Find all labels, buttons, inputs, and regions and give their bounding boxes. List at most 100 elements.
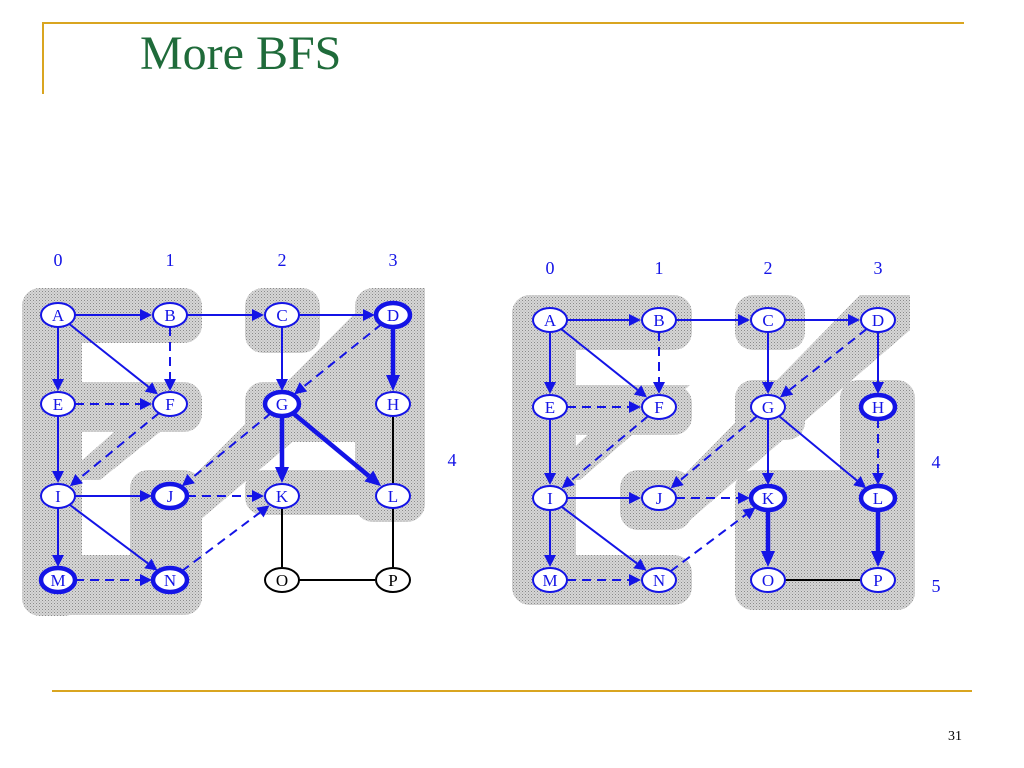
edge-K-O — [761, 510, 775, 567]
node-label: N — [653, 571, 665, 590]
node-label: F — [654, 398, 663, 417]
node-layer: A B C D E F G H I J K L M N O P — [38, 300, 413, 595]
node-I: I — [40, 483, 76, 509]
node-label: B — [164, 306, 175, 325]
node-label: H — [387, 395, 399, 414]
node-label: C — [276, 306, 287, 325]
edge-I-J — [75, 490, 152, 502]
edge-layer — [52, 309, 400, 586]
edge-G-L — [291, 411, 382, 487]
node-label: M — [542, 571, 557, 590]
edge-A-E — [52, 327, 64, 391]
node-J: J — [641, 485, 677, 511]
edge-I-M — [544, 510, 556, 567]
edge-D-H — [872, 332, 884, 394]
slide-title: More BFS — [140, 27, 342, 80]
edge-J-K — [676, 492, 750, 504]
edge-N-K — [670, 507, 756, 573]
level-label: 3 — [874, 258, 883, 278]
node-N: N — [150, 565, 190, 595]
level-label: 3 — [389, 250, 398, 270]
edge-G-L — [778, 415, 867, 489]
edge-E-F — [75, 398, 152, 410]
node-H: H — [858, 392, 898, 422]
node-label: E — [545, 398, 555, 417]
node-F: F — [152, 391, 188, 417]
node-label: L — [388, 487, 398, 506]
node-label: N — [164, 571, 176, 590]
node-B: B — [641, 307, 677, 333]
node-label: G — [276, 395, 288, 414]
node-label: A — [52, 306, 65, 325]
node-K: K — [264, 483, 300, 509]
edge-I-N — [561, 505, 647, 571]
level-label: 4 — [932, 452, 941, 472]
node-label: M — [50, 571, 65, 590]
node-label: E — [53, 395, 63, 414]
level-label: 0 — [546, 258, 555, 278]
node-G: G — [750, 394, 786, 420]
node-C: C — [750, 307, 786, 333]
node-label: B — [653, 311, 664, 330]
edge-J-K — [187, 490, 264, 502]
node-G: G — [262, 389, 302, 419]
edge-B-C — [187, 309, 264, 321]
node-J: J — [150, 481, 190, 511]
node-label: J — [167, 487, 174, 506]
node-P: P — [375, 567, 411, 593]
level-label: 0 — [54, 250, 63, 270]
node-E: E — [40, 391, 76, 417]
edge-D-G — [294, 323, 383, 395]
edge-G-J — [670, 415, 758, 489]
edge-F-I — [69, 412, 160, 487]
node-label: J — [656, 489, 663, 508]
edge-A-F — [560, 328, 647, 398]
edge-G-K — [275, 416, 289, 483]
edge-D-H — [386, 327, 400, 391]
node-label: L — [873, 489, 883, 508]
edge-C-G — [762, 332, 774, 394]
node-label: D — [872, 311, 884, 330]
level-label: 2 — [278, 250, 287, 270]
node-label: K — [276, 487, 289, 506]
edge-E-I — [544, 419, 556, 485]
edge-A-B — [75, 309, 152, 321]
node-label: G — [762, 398, 774, 417]
edge-A-B — [567, 314, 641, 326]
edge-E-I — [52, 416, 64, 483]
node-I: I — [532, 485, 568, 511]
node-label: D — [387, 306, 399, 325]
edge-I-J — [567, 492, 641, 504]
node-M: M — [38, 565, 78, 595]
edge-F-I — [561, 415, 649, 489]
node-label: P — [388, 571, 397, 590]
edge-H-L — [872, 419, 884, 485]
edge-C-D — [299, 309, 375, 321]
edge-B-F — [164, 327, 176, 391]
edge-layer — [544, 314, 885, 586]
level-label: 2 — [764, 258, 773, 278]
node-label: H — [872, 398, 884, 417]
node-F: F — [641, 394, 677, 420]
node-M: M — [532, 567, 568, 593]
node-label: O — [276, 571, 288, 590]
level-label: 4 — [448, 450, 457, 470]
edge-G-K — [762, 419, 774, 485]
node-label: K — [762, 489, 775, 508]
edge-I-N — [69, 503, 158, 571]
node-label: O — [762, 571, 774, 590]
node-D: D — [373, 300, 413, 330]
edge-G-J — [181, 412, 272, 487]
node-B: B — [152, 302, 188, 328]
node-label: A — [544, 311, 557, 330]
node-label: C — [762, 311, 773, 330]
level-label: 5 — [932, 576, 941, 596]
node-N: N — [641, 567, 677, 593]
visited-region-shading — [512, 295, 915, 610]
edge-B-C — [676, 314, 750, 326]
node-C: C — [264, 302, 300, 328]
node-H: H — [375, 391, 411, 417]
